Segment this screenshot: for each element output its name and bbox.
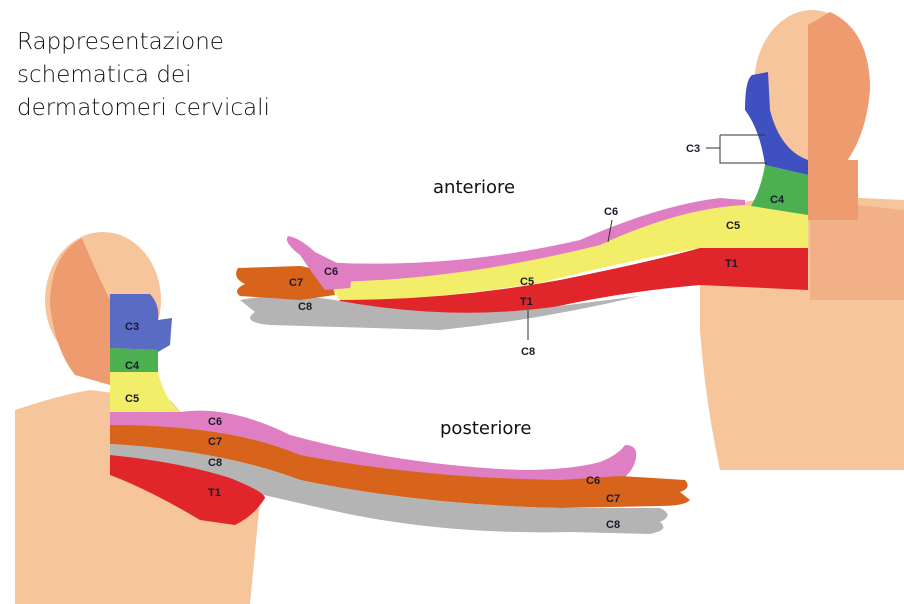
label-t1-arm-anterior: T1: [520, 296, 533, 308]
label-c5-neck-anterior: C5: [726, 220, 740, 232]
c5-region-posterior: [110, 372, 180, 418]
view-label-posterior: posteriore: [440, 418, 531, 439]
c6-thumb-anterior: [286, 236, 351, 290]
label-c6-hand-posterior: C6: [586, 475, 600, 487]
view-label-anterior: anteriore: [433, 177, 515, 198]
anterior-neck-shade: [808, 160, 858, 220]
label-c7-posterior: C7: [208, 436, 222, 448]
label-c7-hand-posterior: C7: [606, 493, 620, 505]
label-c7-anterior: C7: [289, 277, 303, 289]
label-c6-posterior: C6: [208, 416, 222, 428]
label-c8-pointer-anterior: C8: [521, 346, 535, 358]
label-c5-arm-anterior: C5: [520, 276, 534, 288]
label-c5-posterior: C5: [125, 393, 139, 405]
t1-band-anterior: [330, 248, 808, 318]
anterior-arm: [236, 198, 808, 340]
c3-region-posterior: [110, 294, 172, 352]
label-c8-anterior: C8: [298, 301, 312, 313]
c4-region-anterior: [745, 165, 808, 218]
anterior-torso-shade: [810, 200, 904, 300]
c6-band-anterior: [320, 198, 745, 290]
label-c6-arm-anterior: C6: [604, 206, 618, 218]
anterior-figure: [700, 10, 904, 470]
c3-bracket: [706, 134, 767, 164]
c7-band-posterior: [110, 425, 690, 508]
title-line: dermatomeri cervicali: [17, 95, 270, 121]
c6-band-posterior: [110, 410, 637, 485]
posterior-head-shade: [50, 238, 110, 385]
c3-region-anterior: [745, 72, 808, 175]
c8-band-posterior: [110, 444, 668, 534]
label-c8-hand-posterior: C8: [606, 519, 620, 531]
diagram-title: Rappresentazione schematica dei dermatom…: [17, 26, 317, 125]
title-line: Rappresentazione: [17, 29, 224, 55]
label-t1-posterior: T1: [208, 487, 221, 499]
label-c4-posterior: C4: [125, 360, 140, 372]
label-c6-thumb-anterior: C6: [324, 266, 338, 278]
label-c4-anterior: C4: [770, 194, 785, 206]
c7-fingers-anterior: [236, 266, 335, 300]
c4-region-posterior: [110, 348, 158, 372]
label-c8-posterior: C8: [208, 457, 222, 469]
label-c3-posterior: C3: [125, 321, 139, 333]
c6-pointer-anterior: [607, 219, 613, 243]
anterior-face-shade: [808, 12, 870, 178]
label-t1-chest-anterior: T1: [725, 258, 738, 270]
c8-band-anterior: [240, 296, 640, 330]
c5-band-anterior: [330, 205, 808, 302]
title-line: schematica dei: [17, 62, 192, 88]
label-c3-anterior: C3: [686, 143, 700, 155]
t1-band-posterior: [110, 455, 265, 525]
posterior-arm: [110, 410, 690, 534]
